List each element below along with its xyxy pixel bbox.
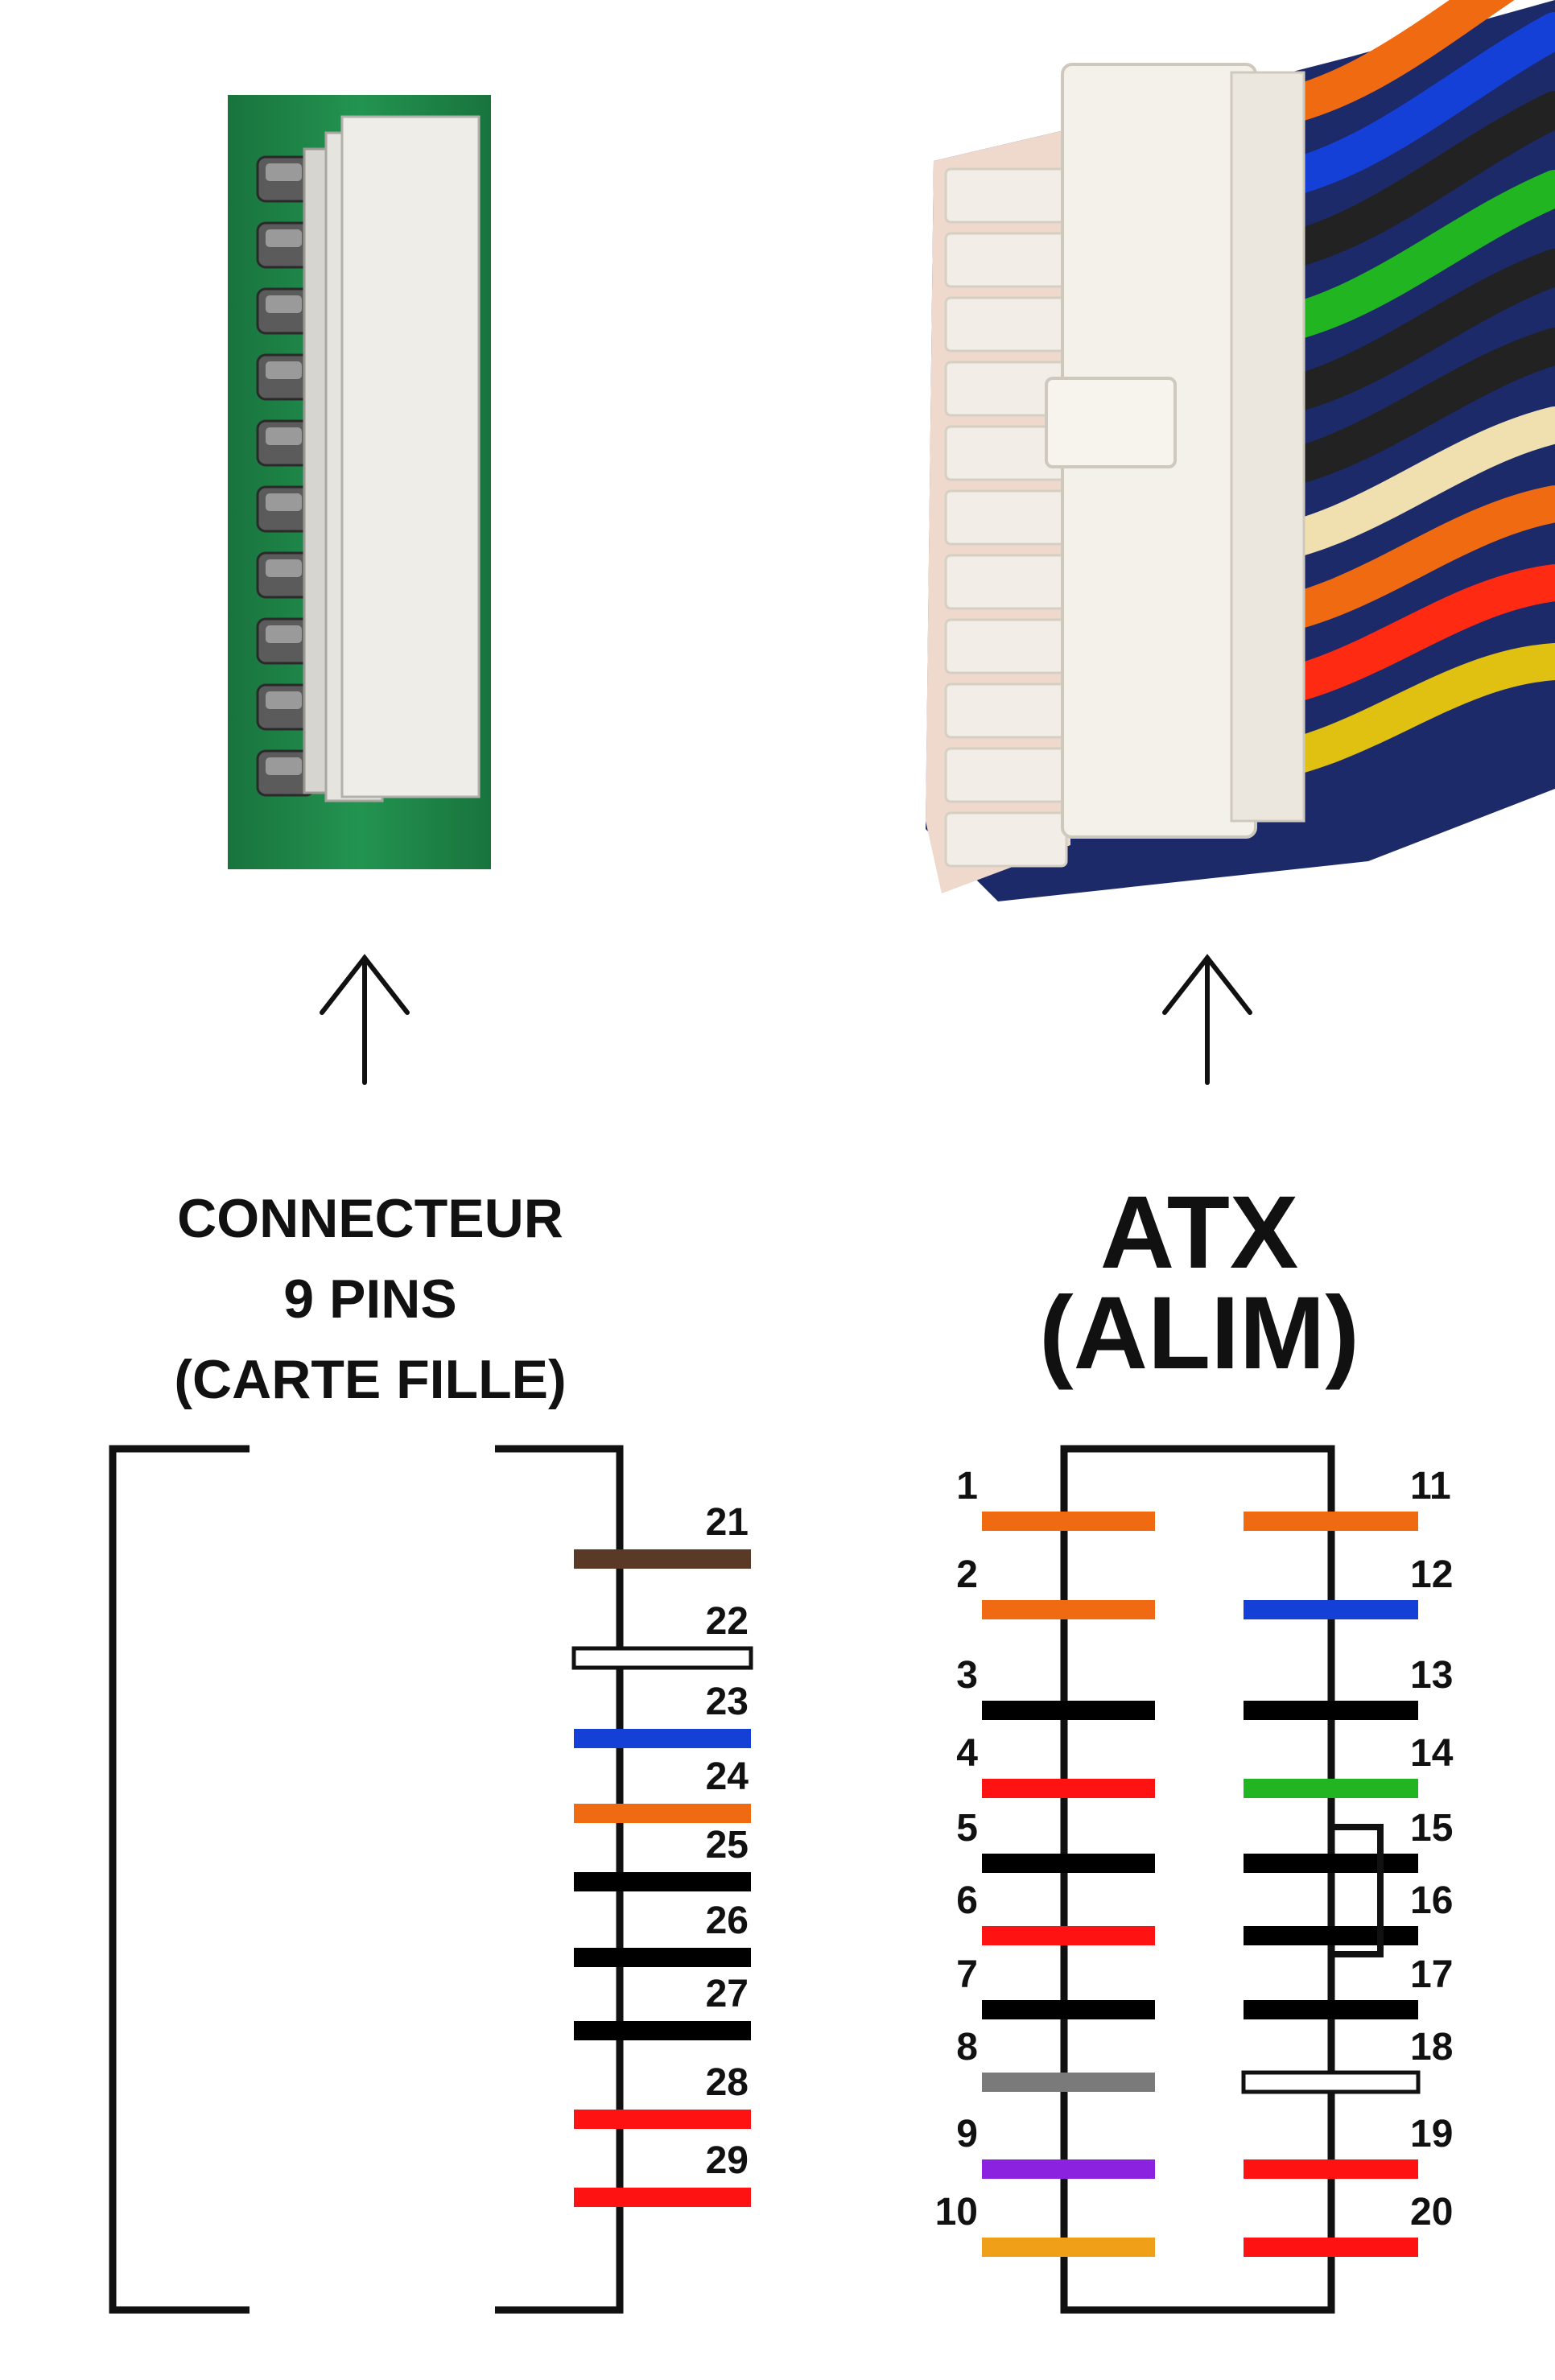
atx-plug-photo [926, 0, 1555, 901]
pin-wire [982, 1926, 1155, 1945]
pin-wire [574, 2110, 751, 2129]
pin-number-label: 9 [956, 2113, 978, 2155]
plug-socket [944, 683, 1068, 739]
pin-number-label: 17 [1410, 1953, 1453, 1996]
pcb-pin-highlight [266, 427, 302, 445]
pin-number-label: 18 [1410, 2026, 1453, 2069]
pin-wire [982, 2159, 1155, 2179]
pin-number-label: 1 [956, 1465, 978, 1508]
pin-wire [574, 2188, 751, 2207]
pcb-pin-highlight [266, 493, 302, 511]
plug-socket [944, 489, 1068, 546]
left-title-line-3: (CARTE FILLE) [174, 1349, 566, 1410]
pin-wire [571, 1646, 753, 1670]
pin-number-label: 8 [956, 2026, 978, 2069]
pin-number-label: 25 [706, 1824, 749, 1866]
atx-right-pin-list: 11 12 13 14 15 16 17 18 19 20 [1241, 1465, 1454, 2257]
pin-number-label: 12 [1410, 1553, 1453, 1596]
bridge-15-16 [1331, 1824, 1384, 1957]
atx-connector-outline [1060, 1445, 1335, 2314]
pin-number-label: 16 [1410, 1879, 1453, 1922]
pin-wire [1244, 1512, 1418, 1531]
pcb-pin-highlight [266, 625, 302, 643]
left-pin-list: 21 22 23 24 25 26 27 28 29 [571, 1501, 753, 2207]
right-title-line-1: ATX [1100, 1175, 1299, 1290]
pin-wire [574, 1948, 751, 1967]
left-title-line-2: 9 PINS [283, 1268, 456, 1330]
pin-number-label: 13 [1410, 1654, 1453, 1697]
pcb-pin-highlight [266, 229, 302, 247]
pin-number-label: 5 [956, 1807, 978, 1850]
plug-socket [944, 296, 1068, 353]
pin-wire [982, 1512, 1155, 1531]
pin-number-label: 4 [956, 1732, 978, 1775]
pin-wire [574, 1729, 751, 1748]
pin-wire [982, 2000, 1155, 2019]
pcb-pin-highlight [266, 691, 302, 709]
pin-wire [1244, 2000, 1418, 2019]
pcb-pin-highlight [266, 163, 302, 181]
left-connector-outline [109, 1445, 624, 2314]
pin-number-label: 6 [956, 1879, 978, 1922]
pin-wire [1244, 1854, 1418, 1873]
pin-wire [574, 1804, 751, 1823]
pin-wire [982, 1779, 1155, 1798]
left-title-line-1: CONNECTEUR [177, 1188, 563, 1249]
pin-number-label: 2 [956, 1553, 978, 1596]
pin-number-label: 26 [706, 1899, 749, 1942]
pin-wire [574, 1872, 751, 1891]
pin-wire [1244, 1600, 1418, 1619]
plug-socket [944, 167, 1068, 224]
plug-socket [944, 232, 1068, 288]
pin-wire [1244, 2159, 1418, 2179]
pin-number-label: 23 [706, 1681, 749, 1723]
right-title-line-2: (ALIM) [1039, 1276, 1359, 1391]
pin-wire [1244, 2238, 1418, 2257]
pin-wire [574, 2021, 751, 2040]
pin-wire [1244, 1701, 1418, 1720]
pcb-pin-highlight [266, 295, 302, 313]
pin-number-label: 21 [706, 1501, 749, 1544]
atx-left-pin-list: 1 2 3 4 5 6 7 8 9 10 [935, 1465, 1155, 2257]
pin-wire [982, 2073, 1155, 2092]
pin-wire [1244, 1926, 1418, 1945]
pin-number-label: 20 [1410, 2191, 1453, 2234]
pcb-pin-highlight [266, 757, 302, 775]
pin-number-label: 24 [706, 1755, 749, 1798]
plug-socket [944, 811, 1068, 868]
pin-number-label: 19 [1410, 2113, 1453, 2155]
pin-wire [982, 1600, 1155, 1619]
board-connector-photo [228, 95, 491, 869]
pin-number-label: 11 [1410, 1465, 1451, 1508]
arrow-up-icon [1162, 954, 1252, 1085]
plug-socket [944, 747, 1068, 803]
pin-wire [1241, 2070, 1421, 2094]
pin-wire [982, 1854, 1155, 1873]
plug-socket [944, 554, 1068, 610]
pin-wire [1244, 1779, 1418, 1798]
pin-number-label: 28 [706, 2061, 749, 2104]
plug-socket [944, 618, 1068, 674]
pin-number-label: 7 [956, 1953, 978, 1996]
arrow-up-icon [320, 954, 410, 1085]
pin-number-label: 10 [935, 2191, 978, 2234]
pin-wire [982, 2238, 1155, 2257]
pin-number-label: 14 [1410, 1732, 1454, 1775]
pin-number-label: 3 [956, 1654, 978, 1697]
pcb-pin-highlight [266, 361, 302, 379]
pin-number-label: 29 [706, 2139, 749, 2182]
pin-wire [982, 1701, 1155, 1720]
pcb-pin-highlight [266, 559, 302, 577]
pin-number-label: 15 [1410, 1807, 1453, 1850]
pin-wire [574, 1549, 751, 1569]
pin-number-label: 22 [706, 1600, 749, 1643]
pin-number-label: 27 [706, 1973, 749, 2015]
